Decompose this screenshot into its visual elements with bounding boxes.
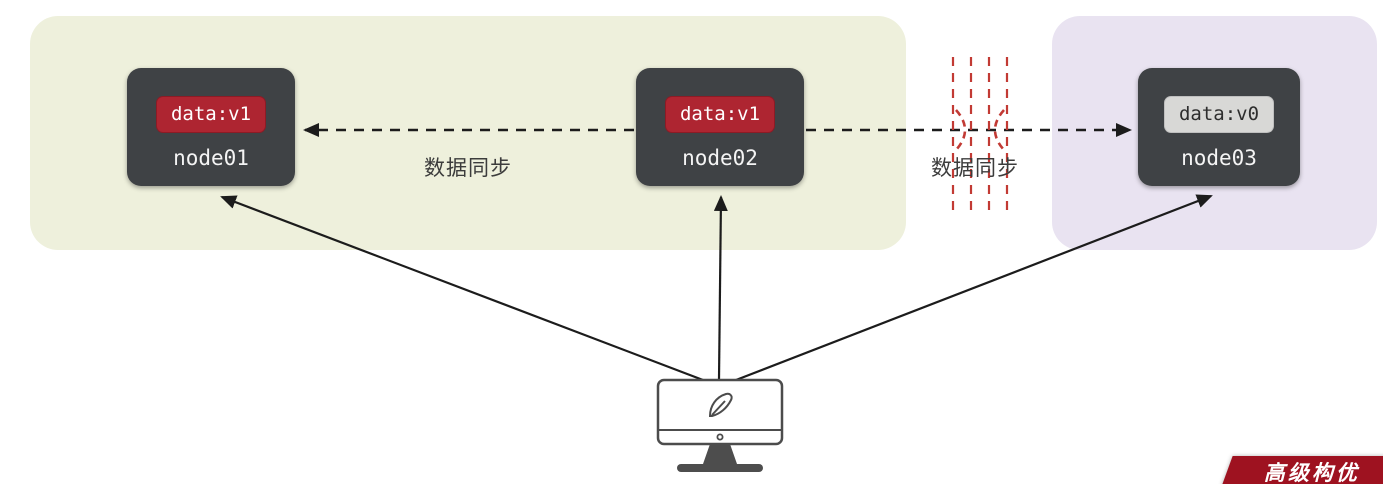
watermark-text: 高级构优 (1264, 460, 1360, 484)
node03-name: node03 (1181, 146, 1257, 170)
monitor-base (677, 464, 763, 472)
node01-data-badge: data:v1 (155, 96, 267, 133)
watermark-banner: 高级构优 (1221, 456, 1383, 484)
node-node03: data:v0 node03 (1138, 68, 1300, 186)
sync-label-right: 数据同步 (931, 157, 1019, 180)
computer-monitor-with-pen-icon (656, 378, 784, 472)
node03-data-badge: data:v0 (1163, 96, 1275, 133)
pen-nib-icon (708, 392, 733, 417)
node02-data-badge: data:v1 (664, 96, 776, 133)
monitor-stand (703, 444, 737, 464)
node-node02: data:v1 node02 (636, 68, 804, 186)
node01-name: node01 (173, 146, 249, 170)
node02-name: node02 (682, 146, 758, 170)
network-partition-break-icon (951, 57, 1009, 215)
monitor-dot (716, 433, 724, 441)
sync-label-left: 数据同步 (424, 157, 512, 180)
node-node01: data:v1 node01 (127, 68, 295, 186)
